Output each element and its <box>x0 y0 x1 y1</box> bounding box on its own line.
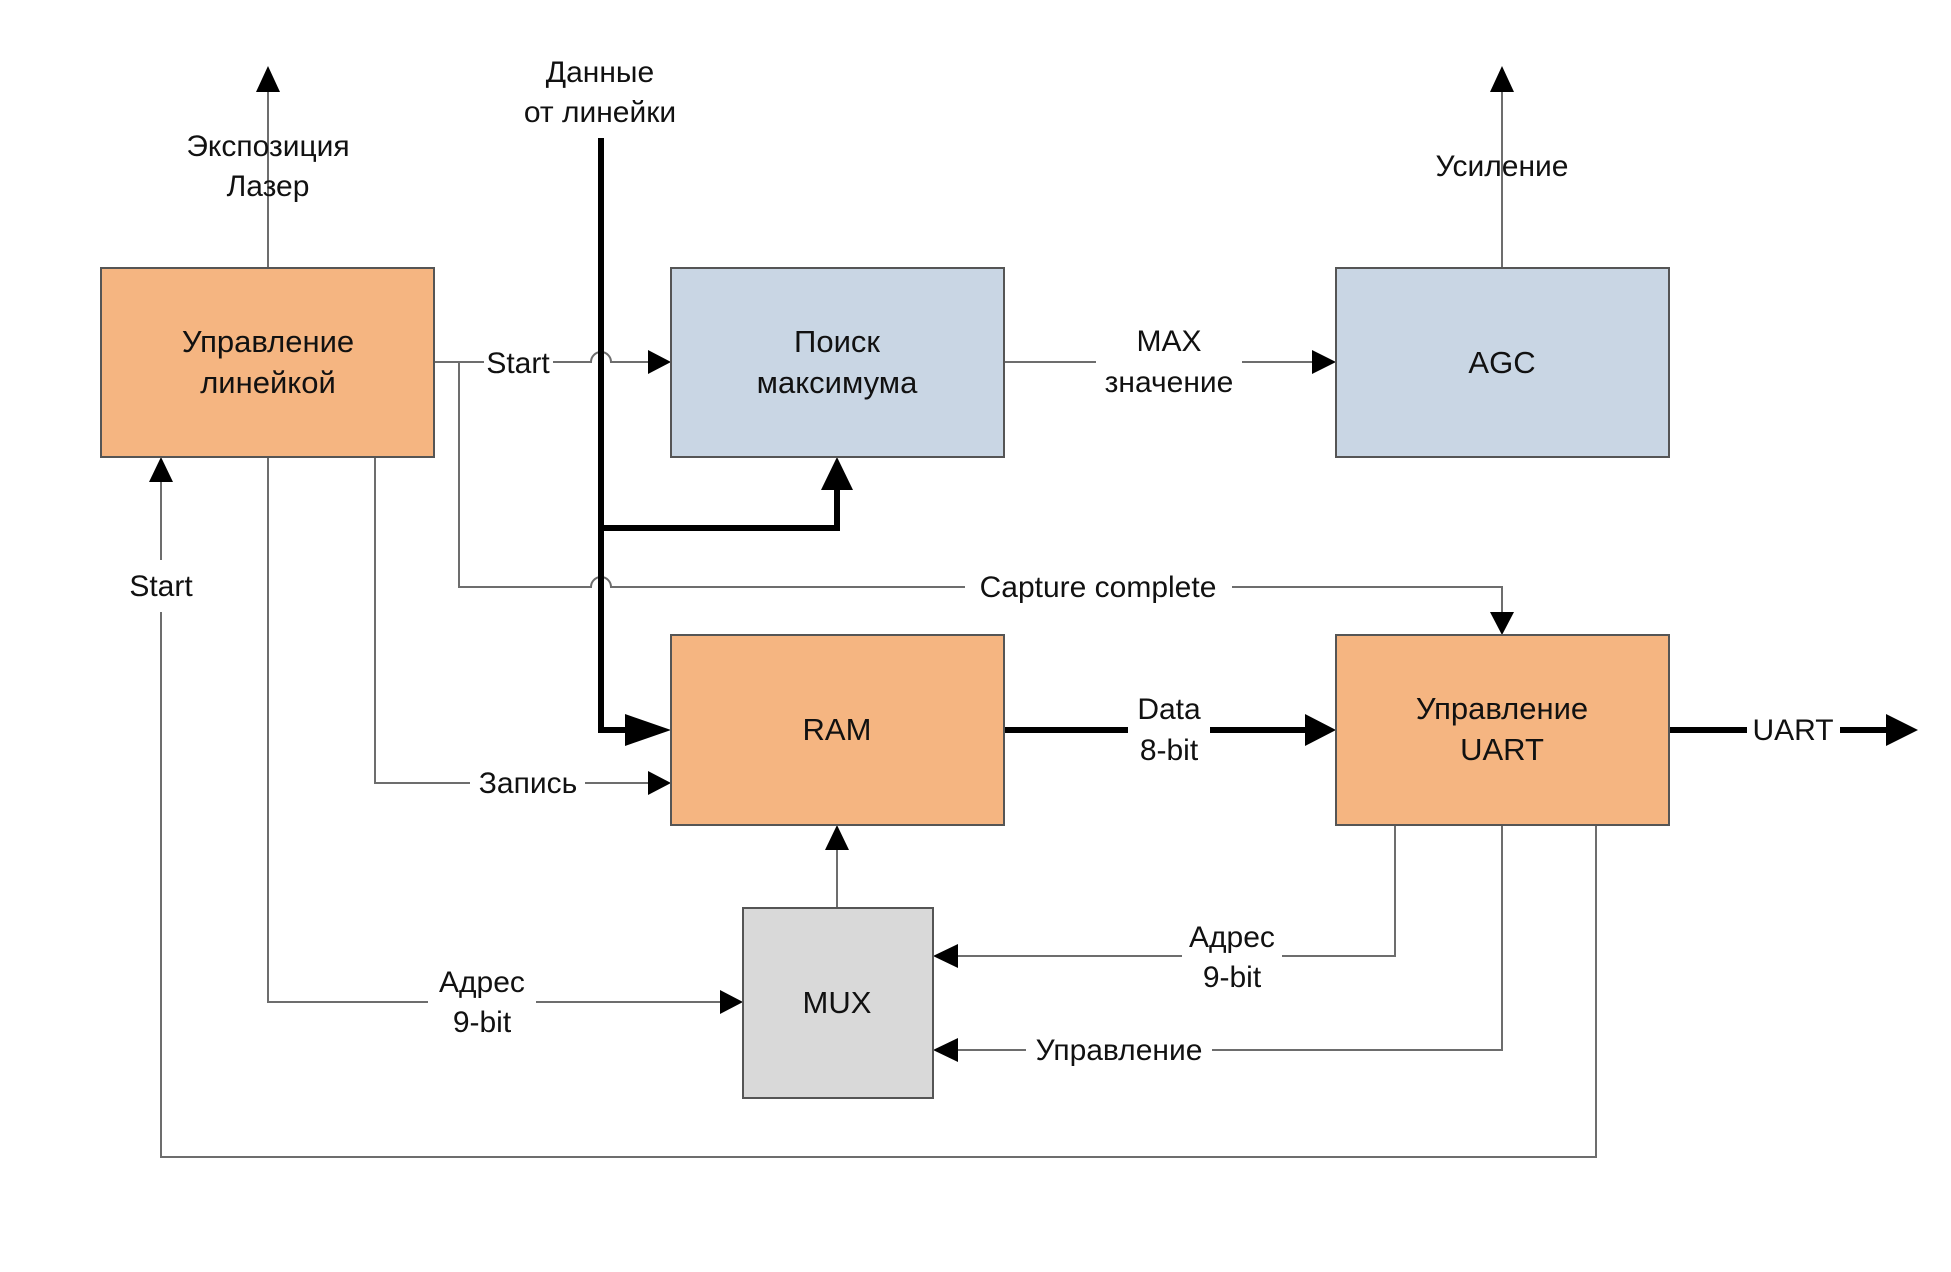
block-mux[interactable]: MUX <box>742 907 934 1099</box>
address-right-connector <box>933 825 1396 968</box>
arrow-up-icon <box>821 457 853 490</box>
uart-out-label: UART <box>1752 714 1833 747</box>
arrow-right-icon <box>1312 350 1336 374</box>
arrow-down-icon <box>1490 612 1514 635</box>
block-max-search-label-1: Поиск <box>794 324 880 359</box>
arrow-up-icon <box>825 825 849 850</box>
block-ram-label: RAM <box>803 712 872 747</box>
block-agc[interactable]: AGC <box>1335 267 1670 458</box>
exposure-label-2: Лазер <box>227 170 310 203</box>
start-feedback-connector <box>149 457 1597 1158</box>
arrow-left-icon <box>933 944 958 968</box>
block-mux-label: MUX <box>803 985 872 1020</box>
block-agc-label: AGC <box>1468 345 1535 380</box>
block-line-control[interactable]: Управление линейкой <box>100 267 435 458</box>
start-feedback-label: Start <box>129 570 193 603</box>
arrow-right-icon <box>1886 714 1918 746</box>
block-uart-control-label-2: UART <box>1460 732 1544 767</box>
block-max-search[interactable]: Поиск максимума <box>670 267 1005 458</box>
arrow-left-icon <box>933 1038 958 1062</box>
block-uart-control[interactable]: Управление UART <box>1335 634 1670 826</box>
block-line-control-label-2: линейкой <box>200 365 336 400</box>
address-left-connector <box>267 457 743 1014</box>
arrow-right-icon <box>648 771 671 795</box>
data-bus-label-1: Data <box>1137 693 1201 726</box>
data-8bit-bus <box>1004 714 1336 746</box>
max-value-connector <box>1004 350 1336 374</box>
max-value-label-1: MAX <box>1136 325 1201 358</box>
data-bus-label-2: 8-bit <box>1140 734 1199 767</box>
sensor-data-label-2: от линейки <box>524 96 676 129</box>
address-right-label-2: 9-bit <box>1203 961 1262 994</box>
exposure-connector <box>256 66 280 268</box>
max-value-label-2: значение <box>1105 366 1234 399</box>
arrow-right-icon <box>625 714 671 746</box>
arrow-up-icon <box>149 457 173 482</box>
block-ram[interactable]: RAM <box>670 634 1005 826</box>
gain-connector <box>1490 66 1514 268</box>
block-line-control-label-1: Управление <box>182 324 354 359</box>
block-max-search-label-2: максимума <box>757 365 918 400</box>
sensor-data-label-1: Данные <box>546 56 654 89</box>
address-left-label-2: 9-bit <box>453 1006 512 1039</box>
arrow-right-icon <box>648 350 671 374</box>
arrow-up-icon <box>1490 66 1514 92</box>
exposure-label-1: Экспозиция <box>186 130 349 163</box>
sensor-data-bus <box>598 138 853 746</box>
write-connector <box>374 457 671 795</box>
mux-control-connector <box>933 825 1503 1062</box>
arrow-right-icon <box>720 990 743 1014</box>
arrow-up-icon <box>256 66 280 92</box>
address-left-label-1: Адрес <box>439 966 525 999</box>
address-right-label-1: Адрес <box>1189 921 1275 954</box>
start-connector <box>434 350 671 374</box>
arrow-right-icon <box>1305 714 1336 746</box>
start-top-label: Start <box>486 347 550 380</box>
capture-complete-label: Capture complete <box>980 571 1217 604</box>
write-label: Запись <box>479 767 577 800</box>
uart-output-bus <box>1669 714 1918 746</box>
mux-control-label: Управление <box>1036 1034 1203 1067</box>
gain-label: Усиление <box>1435 150 1568 183</box>
mux-to-ram-connector <box>825 825 849 908</box>
block-uart-control-label-1: Управление <box>1416 691 1588 726</box>
